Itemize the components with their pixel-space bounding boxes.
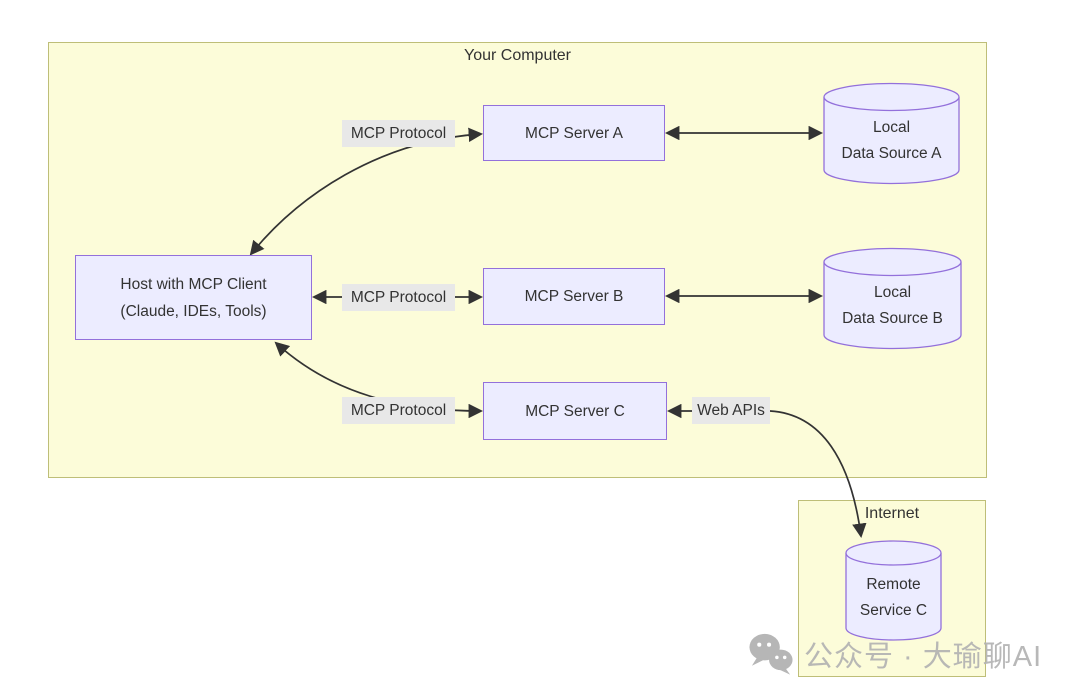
node-local-data-source-b: Local Data Source B xyxy=(823,247,962,350)
node-mcp-server-a: MCP Server A xyxy=(483,105,665,161)
node-remote-service-c: Remote Service C xyxy=(845,540,942,642)
cylinder-shape xyxy=(823,82,960,185)
remote-service-c-line-1: Remote xyxy=(866,576,921,593)
node-mcp-server-c: MCP Server C xyxy=(483,382,667,440)
data-source-b-line-1: Local xyxy=(873,283,912,301)
node-mcp-server-b-label: MCP Server B xyxy=(524,288,624,305)
cluster-internet-title: Internet xyxy=(864,505,920,522)
remote-service-c-line-2: Service C xyxy=(859,602,928,619)
edge-label-mcp-protocol-a: MCP Protocol xyxy=(342,120,455,147)
cylinder-shape xyxy=(823,247,962,350)
node-host-line-1: Host with MCP Client xyxy=(120,275,267,293)
wechat-icon xyxy=(749,633,793,675)
edge-label-mcp-protocol-b: MCP Protocol xyxy=(342,284,455,311)
edge-label-mcp-protocol-c: MCP Protocol xyxy=(342,397,455,424)
data-source-a-line-2: Data Source A xyxy=(841,144,942,162)
node-mcp-server-c-label: MCP Server C xyxy=(525,402,625,420)
edge-label-web-apis: Web APIs xyxy=(692,397,770,424)
cylinder-shape xyxy=(845,540,942,641)
node-host-line-2: (Claude, IDEs, Tools) xyxy=(120,302,267,320)
cluster-your-computer-title: Your Computer xyxy=(463,47,572,64)
data-source-b-line-2: Data Source B xyxy=(842,309,943,327)
node-mcp-server-b: MCP Server B xyxy=(483,268,665,325)
node-host-with-mcp-client: Host with MCP Client (Claude, IDEs, Tool… xyxy=(75,255,312,340)
node-mcp-server-a-label: MCP Server A xyxy=(525,124,623,142)
node-local-data-source-a: Local Data Source A xyxy=(823,82,960,185)
data-source-a-line-1: Local xyxy=(872,118,911,136)
